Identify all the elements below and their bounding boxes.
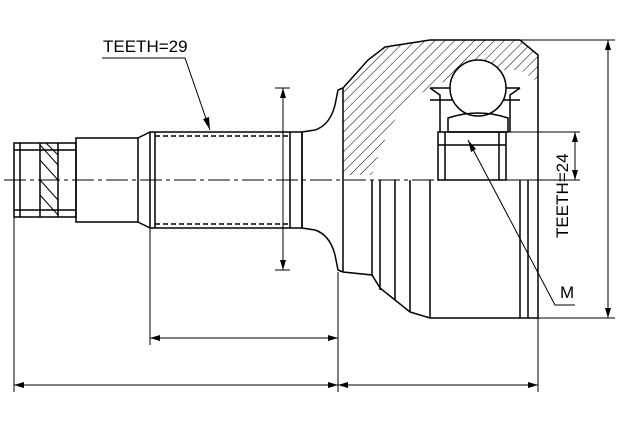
lower-housing	[371, 180, 529, 318]
label-m: M	[560, 283, 574, 302]
leader-arrow-shaft	[203, 117, 210, 130]
cage-window	[447, 112, 509, 133]
ball	[449, 59, 507, 117]
shaft-shoulder	[301, 89, 339, 271]
label-teeth-shaft: TEETH=29	[103, 37, 188, 56]
label-teeth-inner: TEETH=24	[553, 153, 572, 238]
stub-hatch	[39, 142, 59, 216]
stub-neck	[75, 131, 151, 229]
leader-arrow-m	[468, 140, 476, 152]
spline-teeth-top	[155, 135, 290, 225]
dimension-arrows	[14, 40, 611, 388]
dimension-lines	[13, 39, 615, 392]
leader-lines	[102, 57, 575, 306]
